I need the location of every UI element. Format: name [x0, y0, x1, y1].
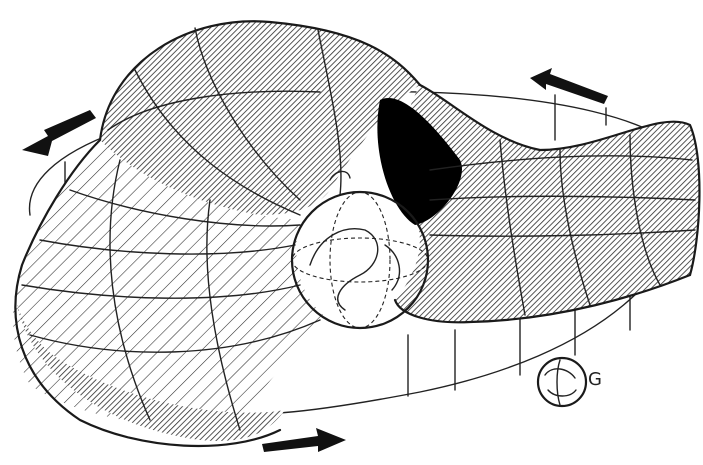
rotation-arrow-icon	[22, 110, 96, 156]
rotation-arrow-icon	[530, 68, 608, 104]
right-lobe	[377, 85, 699, 322]
small-globe-icon	[538, 358, 586, 406]
earth-marker-label: G	[588, 369, 602, 390]
